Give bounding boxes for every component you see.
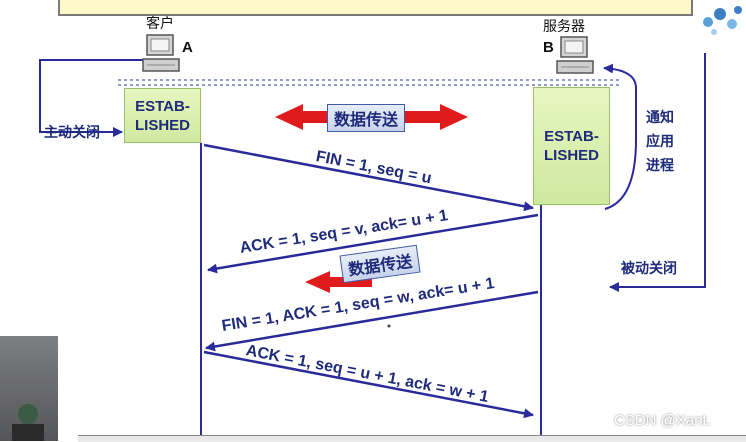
server-state-box: ESTAB-LISHED — [533, 87, 610, 205]
logo-icon — [703, 6, 742, 35]
fin-arrow — [203, 143, 534, 212]
client-letter: A — [182, 39, 193, 56]
final-ack-arrow — [203, 350, 534, 419]
passive-close-label: 被动关闭 — [621, 260, 677, 276]
active-close-label: 主动关闭 — [44, 124, 100, 140]
server-computer-icon — [556, 36, 594, 74]
client-label: 客户 — [146, 15, 174, 31]
video-thumbnail — [0, 336, 58, 441]
watermark: CSDN @Xant. — [614, 412, 711, 429]
notify-app-label: 通知应用进程 — [646, 109, 674, 173]
dot-mark — [387, 324, 391, 328]
passive-close-arrow — [609, 53, 706, 292]
client-state-box: ESTAB-LISHED — [124, 88, 201, 143]
globe-icon — [18, 404, 38, 424]
server-letter: B — [543, 39, 554, 56]
bottom-frame — [78, 435, 746, 442]
client-computer-icon — [142, 34, 180, 72]
server-state-label: ESTAB-LISHED — [543, 128, 599, 164]
stand-icon — [12, 424, 44, 441]
data-transfer-left-arrow — [305, 271, 372, 293]
data-transfer-top-badge: 数据传送 — [327, 104, 406, 132]
notify-arrow — [603, 63, 637, 210]
title-bar — [58, 0, 693, 16]
client-state-label: ESTAB-LISHED — [134, 97, 190, 134]
active-close-arrow — [39, 59, 158, 137]
fin-ack-arrow — [205, 290, 539, 352]
server-label: 服务器 — [543, 18, 585, 34]
ack-arrow — [207, 213, 539, 274]
